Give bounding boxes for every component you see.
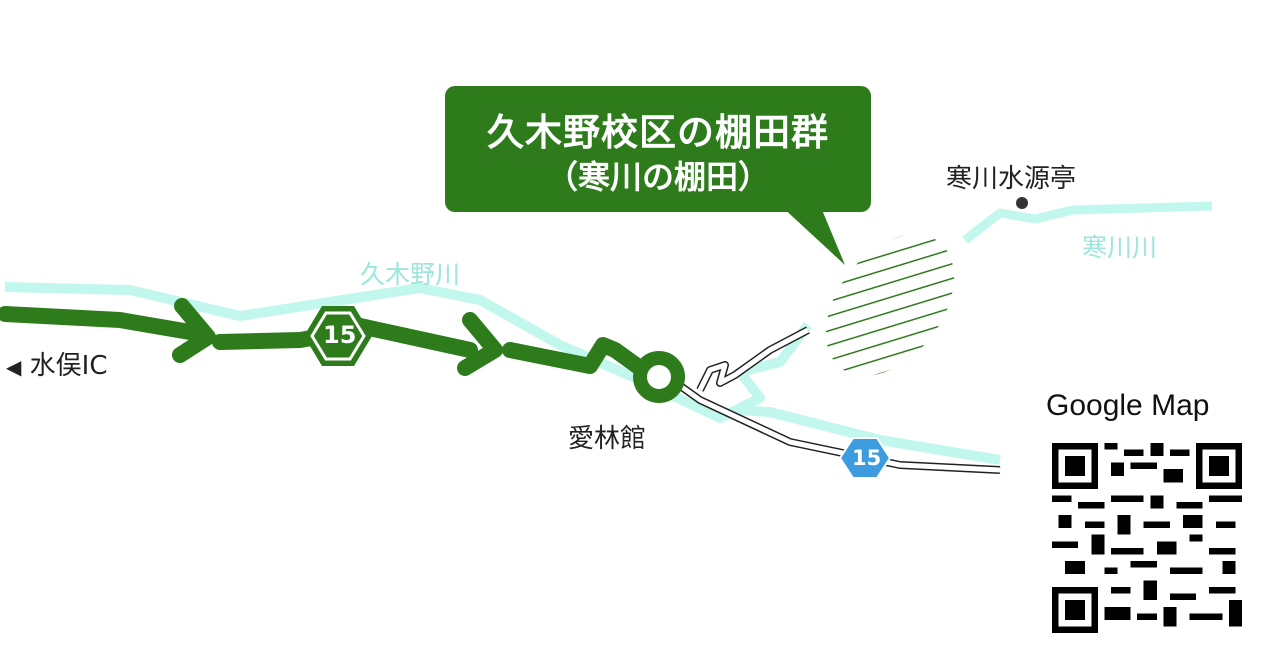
kugino-river-lower — [734, 405, 1001, 465]
google-map-qr-code[interactable] — [1052, 443, 1242, 633]
sagawa-river — [962, 201, 1213, 244]
airinkan-marker[interactable] — [633, 351, 685, 403]
route-15-badge-green — [304, 306, 372, 366]
kugino-river-label: 久木野川 — [360, 260, 461, 289]
suigentei-marker[interactable] — [1016, 197, 1028, 209]
sagawa-river-label: 寒川川 — [1082, 233, 1158, 262]
prefectural-road-15 — [669, 326, 1001, 474]
airinkan-label: 愛林館 — [568, 424, 647, 454]
callout-title: 久木野校区の棚田群 — [487, 111, 829, 154]
route-15-number-blue: 15 — [852, 446, 882, 470]
suigentei-label: 寒川水源亭 — [946, 164, 1077, 194]
qr-title: Google Map — [1046, 389, 1210, 422]
callout-subtitle: （寒川の棚田） — [545, 158, 770, 196]
terraced-rice-fields-area[interactable] — [800, 210, 980, 400]
route-15-badge-blue — [838, 437, 892, 479]
terraced-fields-callout: 久木野校区の棚田群 （寒川の棚田） — [445, 86, 871, 212]
left-arrow-icon: ◀ — [6, 355, 22, 379]
callout-tail — [780, 205, 845, 265]
kugino-river — [4, 282, 812, 423]
route-15-number-green: 15 — [323, 321, 357, 349]
minamata-ic-label: ◀ 水俣IC — [6, 351, 108, 381]
